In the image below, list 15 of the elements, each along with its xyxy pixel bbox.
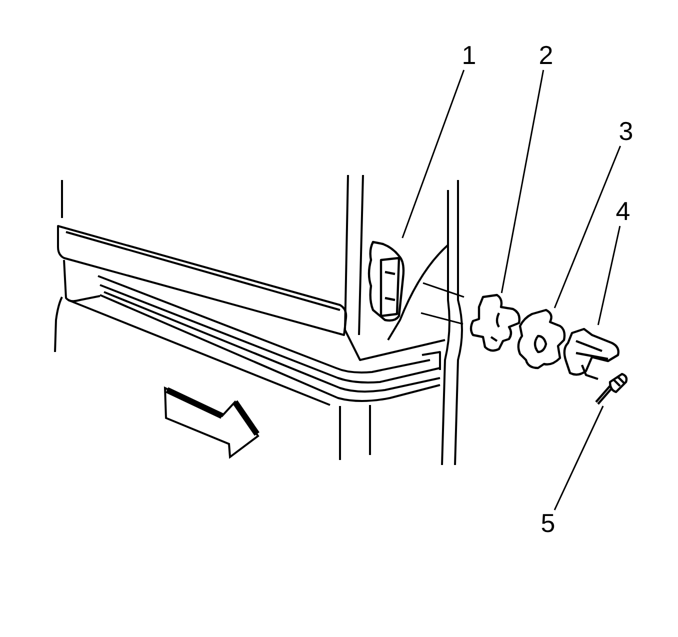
callout-number: 2 bbox=[535, 42, 557, 70]
bolt-drawing bbox=[594, 372, 628, 406]
callout-number: 1 bbox=[458, 42, 480, 70]
leader-line bbox=[554, 146, 622, 308]
callout-number: 4 bbox=[612, 198, 634, 226]
shim-drawing bbox=[469, 293, 523, 353]
leader-line bbox=[500, 70, 544, 294]
leader-line bbox=[402, 70, 465, 238]
shim-drawing bbox=[516, 308, 568, 370]
leader-line bbox=[597, 226, 621, 326]
door-striker-drawing bbox=[562, 325, 622, 381]
hinge-striker-drawing bbox=[367, 238, 407, 322]
callout-number: 3 bbox=[615, 118, 637, 146]
leader-line bbox=[554, 406, 604, 510]
callout-number: 5 bbox=[537, 510, 559, 538]
